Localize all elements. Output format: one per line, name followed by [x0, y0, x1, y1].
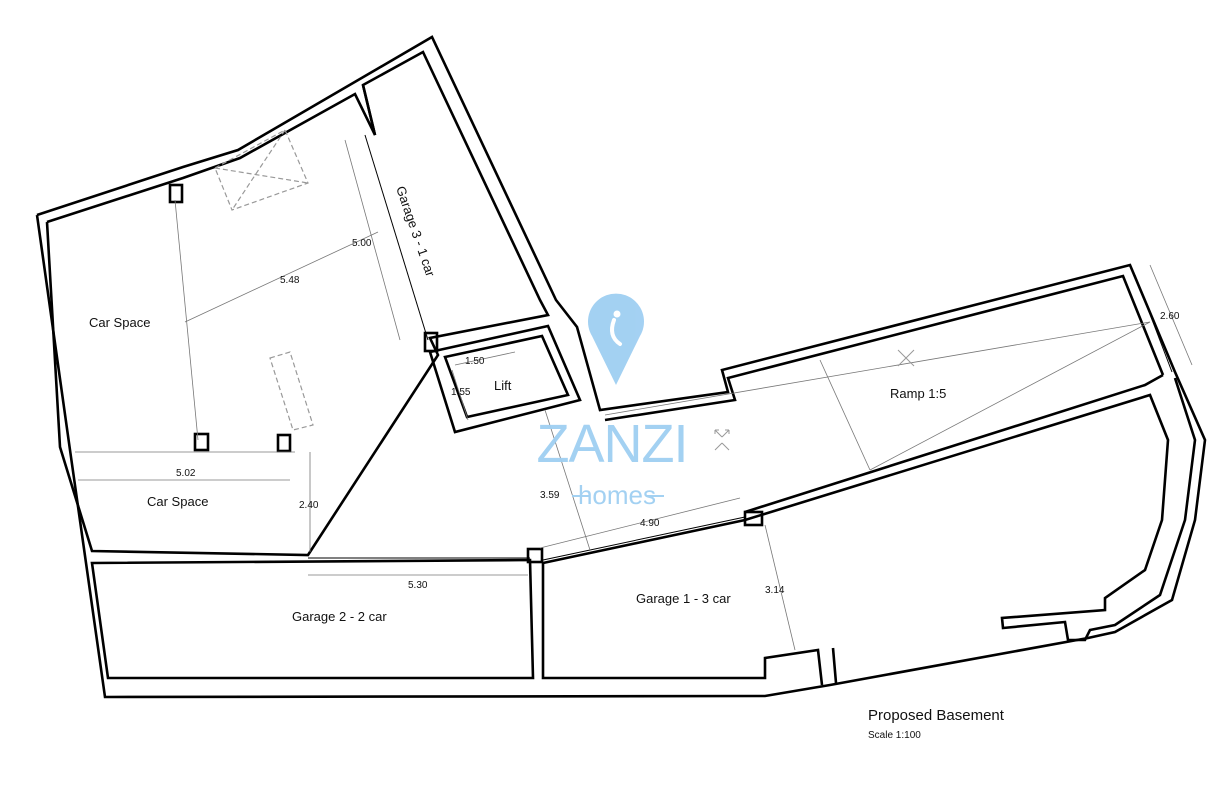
dimension-label: 1.55	[451, 387, 471, 398]
garage1-bottom-wall	[541, 563, 838, 686]
dimension-label: 3.14	[765, 585, 785, 596]
inner-wall-left	[45, 50, 550, 557]
wall-ramp-garage1	[744, 373, 1164, 514]
room-label-garage-1: Garage 1 - 3 car	[636, 591, 731, 606]
column	[168, 183, 184, 204]
lift-shaft-inner	[443, 334, 570, 419]
room-label-car-space-1: Car Space	[89, 315, 150, 330]
dimension-label: 5.48	[280, 275, 300, 286]
dimension-label: 5.02	[176, 468, 196, 479]
column	[526, 547, 544, 564]
dimension-lines	[75, 139, 1193, 651]
ramp-gate	[1134, 274, 1173, 373]
inner-wall-garage1	[542, 377, 1197, 642]
outer-wall	[35, 35, 1207, 699]
garage-3-door	[364, 134, 429, 341]
column	[423, 331, 439, 353]
garage-1-door	[542, 516, 746, 561]
expand-arrows-icon	[714, 349, 915, 451]
wall-garage3-divider	[361, 84, 377, 136]
dimension-label: 2.60	[1160, 311, 1180, 322]
dimension-label: 5.30	[408, 580, 428, 591]
inner-wall-right	[604, 274, 1165, 422]
watermark-sub: homes	[578, 480, 656, 510]
skylight	[269, 351, 314, 431]
room-label-garage-3: Garage 3 - 1 car	[393, 184, 438, 279]
watermark-brand: ZANZI	[537, 414, 688, 474]
column	[743, 510, 764, 527]
column	[276, 433, 292, 453]
room-label-ramp: Ramp 1:5	[890, 386, 946, 401]
room-label-car-space-2: Car Space	[147, 494, 208, 509]
room-label-lift: Lift	[494, 378, 512, 393]
column	[193, 432, 210, 452]
skylight	[214, 129, 309, 211]
dimension-label: 2.40	[299, 500, 319, 511]
dimension-label: 4.90	[640, 518, 660, 529]
watermark: ZANZI homes	[537, 293, 689, 510]
dimension-label: 5.00	[352, 238, 372, 249]
dimension-label: 1.50	[465, 356, 485, 367]
plan-scale: Scale 1:100	[868, 730, 921, 741]
garage-2-walls	[90, 558, 535, 680]
dimension-label: 3.59	[540, 490, 560, 501]
plan-title: Proposed Basement	[868, 707, 1005, 724]
room-label-garage-2: Garage 2 - 2 car	[292, 609, 387, 624]
lift-shaft-outer	[428, 324, 582, 434]
